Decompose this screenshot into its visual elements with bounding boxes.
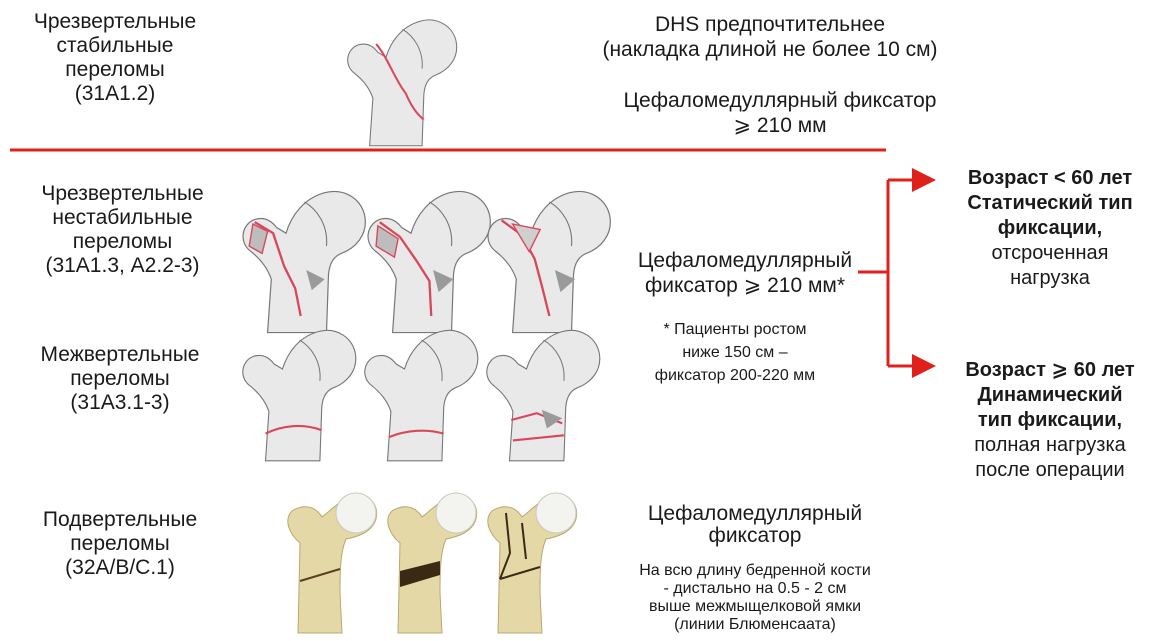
femur-subtrochanteric-1 (288, 493, 377, 633)
femur-subtrochanteric-3 (488, 493, 577, 633)
femur-unstable-fracture-2 (368, 191, 490, 332)
femur-stable-fracture (348, 20, 457, 146)
femur-unstable-fracture-1 (243, 191, 365, 332)
femur-unstable-fracture-3 (488, 191, 610, 332)
femur-intertrochanteric-1 (243, 330, 356, 460)
age-branch-arrows (858, 180, 930, 366)
femur-intertrochanteric-2 (365, 330, 478, 460)
femur-intertrochanteric-3 (487, 330, 600, 460)
femur-subtrochanteric-2 (388, 493, 477, 633)
